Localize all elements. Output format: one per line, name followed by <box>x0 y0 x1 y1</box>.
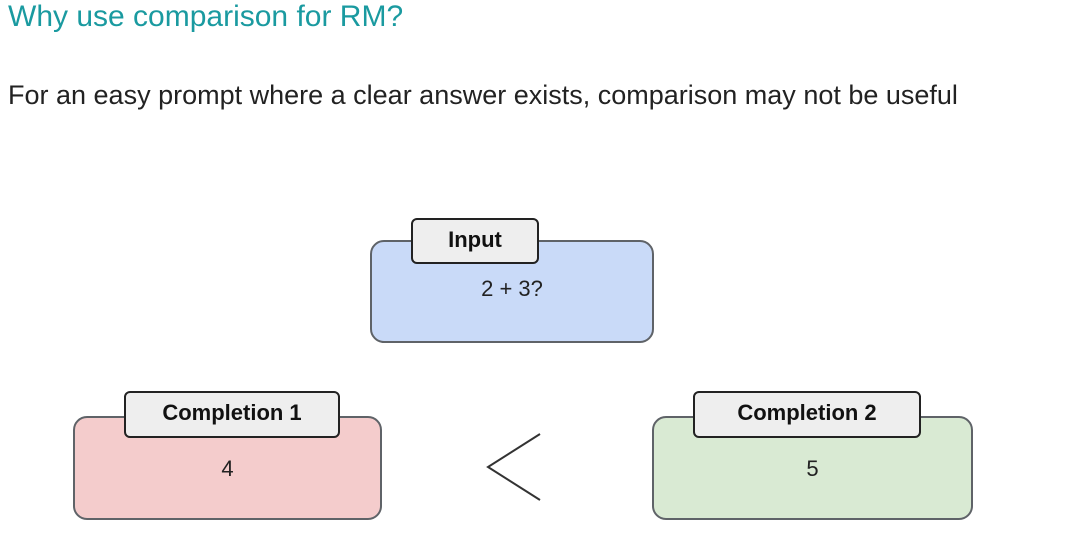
completion-2-value: 5 <box>806 456 819 481</box>
input-value: 2 + 3? <box>481 276 543 301</box>
slide-title: Why use comparison for RM? <box>8 0 404 33</box>
completion-2-label: Completion 2 <box>693 391 921 438</box>
completion-1-value: 4 <box>221 456 234 481</box>
slide-subtitle: For an easy prompt where a clear answer … <box>8 80 958 110</box>
input-label: Input <box>411 218 539 264</box>
less-than-icon <box>486 433 541 501</box>
completion-1-label: Completion 1 <box>124 391 340 438</box>
